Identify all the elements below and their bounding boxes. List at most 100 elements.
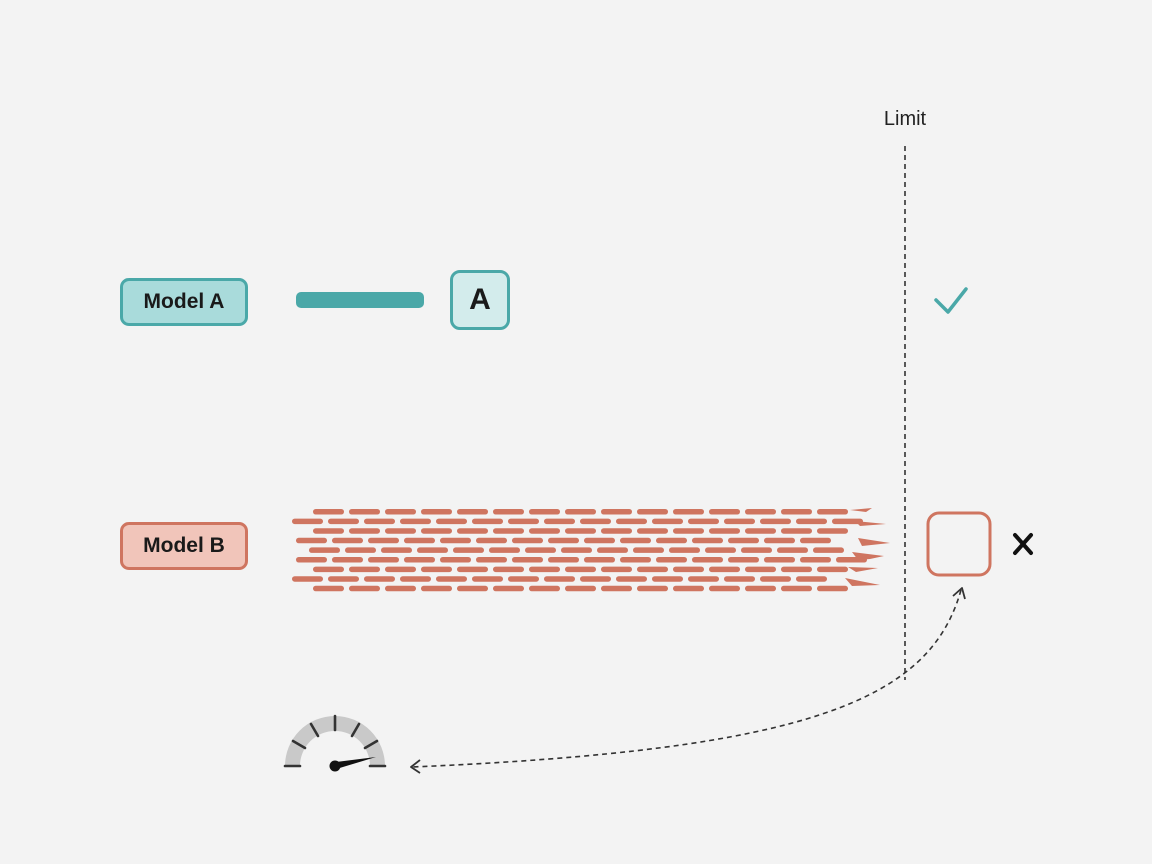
- brick: [565, 528, 596, 534]
- brick: [817, 585, 848, 592]
- brick: [781, 528, 812, 534]
- limit-label: Limit: [883, 108, 927, 130]
- brick: [296, 537, 327, 544]
- brick: [616, 576, 647, 582]
- model-b-label: Model B: [120, 522, 248, 570]
- brick: [728, 557, 759, 563]
- brick: [421, 566, 452, 573]
- brick: [457, 585, 488, 592]
- fray-strand: [855, 521, 886, 526]
- brick: [709, 585, 740, 592]
- brick: [620, 537, 651, 544]
- fray-strand: [845, 578, 880, 586]
- brick: [601, 528, 632, 534]
- brick: [817, 566, 848, 573]
- brick: [328, 576, 359, 582]
- check-icon: [934, 287, 968, 314]
- brick: [688, 518, 719, 525]
- brick: [548, 557, 579, 563]
- brick: [328, 518, 359, 525]
- brick: [493, 566, 524, 573]
- brick: [764, 557, 795, 563]
- brick: [525, 547, 556, 553]
- brick: [493, 585, 524, 592]
- brick: [404, 537, 435, 544]
- arrowhead-left: [410, 759, 421, 774]
- model-a-token-box: A: [450, 270, 510, 330]
- brick: [385, 566, 416, 573]
- brick: [584, 537, 615, 544]
- brick: [313, 509, 344, 515]
- brick: [692, 537, 723, 544]
- brick: [364, 576, 395, 582]
- brick: [349, 528, 380, 534]
- brick: [781, 509, 812, 515]
- brick: [728, 537, 759, 544]
- brick: [764, 537, 795, 544]
- brick: [436, 576, 467, 582]
- brick: [616, 518, 647, 525]
- brick: [292, 518, 323, 525]
- brick: [709, 528, 740, 534]
- brick: [436, 518, 467, 525]
- brick: [440, 537, 471, 544]
- brick: [472, 576, 503, 582]
- brick: [580, 576, 611, 582]
- feedback-arrow: [411, 589, 962, 768]
- brick: [400, 576, 431, 582]
- fray-strand: [858, 538, 890, 546]
- brick: [656, 537, 687, 544]
- brick: [724, 576, 755, 582]
- brick: [637, 528, 668, 534]
- model-a-output-bar: [296, 292, 424, 308]
- brick: [796, 518, 827, 525]
- brick: [781, 585, 812, 592]
- brick: [760, 518, 791, 525]
- brick: [548, 537, 579, 544]
- brick: [457, 566, 488, 573]
- brick: [296, 557, 327, 563]
- brick: [673, 566, 704, 573]
- brick: [601, 585, 632, 592]
- fray-strand: [850, 508, 872, 512]
- brick: [313, 585, 344, 592]
- brick: [781, 566, 812, 573]
- brick: [385, 528, 416, 534]
- brick: [400, 518, 431, 525]
- brick: [633, 547, 664, 553]
- fray-strand: [852, 552, 884, 560]
- brick: [512, 537, 543, 544]
- brick: [580, 518, 611, 525]
- speedometer-icon: [283, 714, 387, 772]
- brick: [368, 537, 399, 544]
- brick: [529, 566, 560, 573]
- brick: [760, 576, 791, 582]
- brick: [493, 509, 524, 515]
- brick: [637, 509, 668, 515]
- brick: [476, 537, 507, 544]
- model-a-label: Model A: [120, 278, 248, 326]
- brick: [421, 585, 452, 592]
- brick: [669, 547, 700, 553]
- model-b-output-bricks: [292, 509, 867, 592]
- brick: [313, 528, 344, 534]
- brick: [381, 547, 412, 553]
- brick: [345, 547, 376, 553]
- brick: [529, 528, 560, 534]
- brick: [741, 547, 772, 553]
- brick: [601, 509, 632, 515]
- brick: [652, 518, 683, 525]
- brick: [364, 518, 395, 525]
- brick: [637, 585, 668, 592]
- brick: [800, 557, 831, 563]
- brick: [292, 576, 323, 582]
- brick: [565, 566, 596, 573]
- brick: [561, 547, 592, 553]
- brick: [349, 585, 380, 592]
- arrowhead-up: [952, 587, 966, 600]
- brick: [529, 509, 560, 515]
- brick: [385, 509, 416, 515]
- brick: [309, 547, 340, 553]
- brick: [673, 509, 704, 515]
